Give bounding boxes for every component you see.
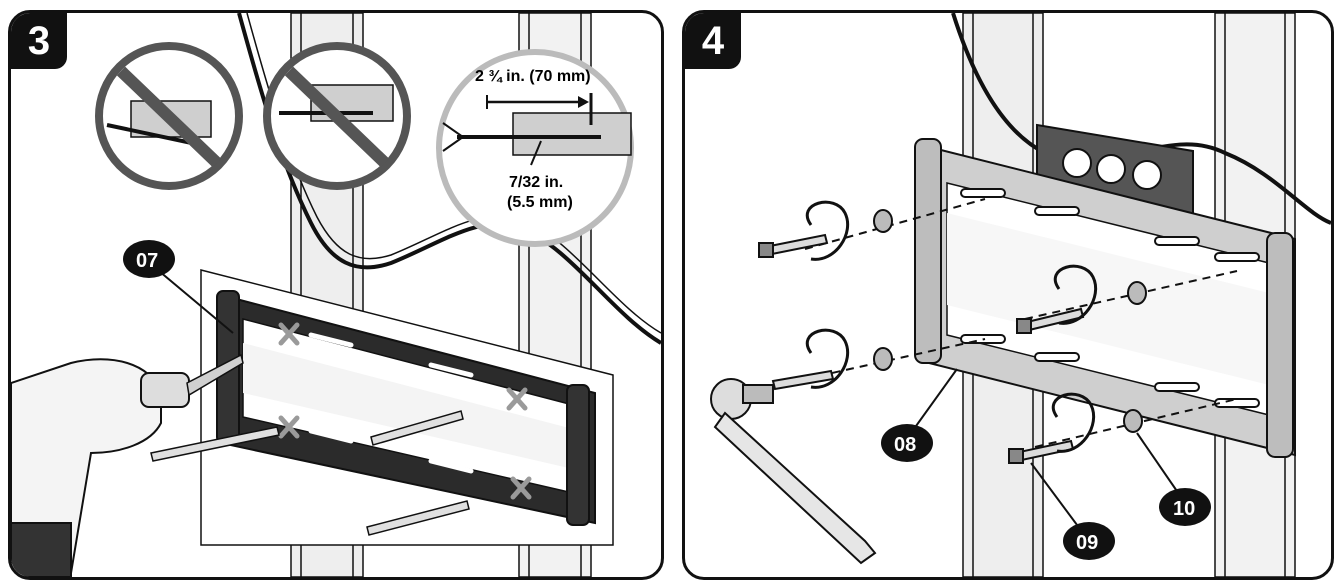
correct-drilling-example: 2 ¾ in. (70 mm) 7/32 in. (5.5 mm) — [436, 49, 634, 247]
callout-08: 08 — [881, 368, 958, 462]
power-drill — [11, 353, 244, 577]
step-3-illustration: 2 ¾ in. (70 mm) 7/32 in. (5.5 mm) — [11, 13, 661, 577]
wall-plate — [216, 290, 596, 526]
drill-bit-size-dimension: 7/32 in. — [509, 174, 563, 191]
callout-07-badge — [123, 240, 175, 278]
incorrect-angle-example — [95, 42, 243, 190]
socket-wrench — [710, 378, 877, 565]
callout-10: 10 — [1136, 432, 1211, 526]
callout-08-label: 08 — [894, 434, 916, 456]
lag-bolts — [758, 233, 1085, 464]
drill-bit-size-metric: (5.5 mm) — [507, 194, 573, 211]
step-4-illustration: 08 09 10 — [710, 13, 1331, 577]
callout-09-label: 09 — [1076, 532, 1098, 554]
drill-bits — [150, 410, 470, 536]
drill-depth-dimension: 2 ¾ in. (70 mm) — [475, 68, 591, 85]
step-4-panel: 4 — [682, 10, 1334, 580]
drill-hole-marks — [278, 322, 532, 500]
step-number-badge: 4 — [685, 13, 741, 69]
callout-10-label: 10 — [1173, 498, 1195, 520]
incorrect-depth-example — [263, 42, 411, 190]
tighten-rotation-arrows — [805, 200, 1098, 453]
callout-09: 09 — [1030, 462, 1115, 560]
step-3-panel: 3 — [8, 10, 664, 580]
callout-07-label: 07 — [136, 250, 158, 272]
step-number-badge: 3 — [11, 13, 67, 69]
callout-07-leader — [158, 270, 234, 334]
washers — [873, 209, 1147, 433]
